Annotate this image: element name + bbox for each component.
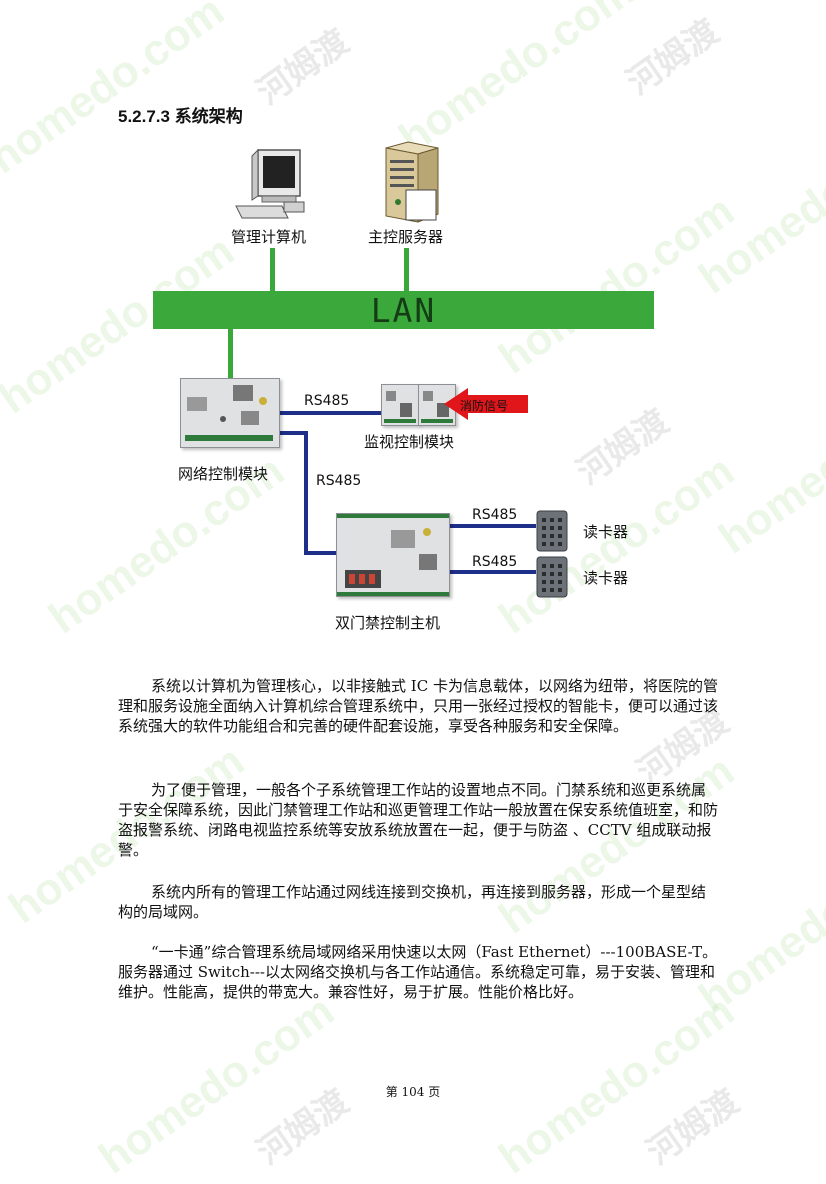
card-reader-icon	[536, 556, 568, 598]
watermark-text: homedo.com	[0, 0, 233, 184]
paragraph-1: 系统以计算机为管理核心，以非接触式 IC 卡为信息载体，以网络为纽带，将医院的管…	[118, 677, 719, 735]
rs485-reader-1-line	[448, 524, 536, 528]
monitor-module-label: 监视控制模块	[364, 433, 455, 451]
server-label: 主控服务器	[368, 228, 444, 246]
rs485-monitor-label: RS485	[304, 393, 350, 409]
lan-bus: LAN	[153, 290, 654, 330]
section-heading: 5.2.7.3 系统架构	[118, 107, 243, 126]
rs485-reader-2-label: RS485	[472, 554, 518, 570]
network-control-module	[180, 378, 280, 448]
computer-icon	[235, 148, 305, 219]
monitor-module-left	[381, 384, 419, 426]
rs485-controller-line-h1	[278, 431, 308, 435]
network-module-label: 网络控制模块	[178, 465, 269, 483]
monitor-module-right	[418, 384, 456, 426]
lan-label: LAN	[370, 290, 437, 330]
server-icon	[385, 141, 439, 223]
fire-signal-arrow	[444, 388, 528, 420]
card-reader-icon	[536, 510, 568, 552]
pc-lan-link	[270, 248, 275, 292]
paragraph-3: 系统内所有的管理工作站通过网线连接到交换机，再连接到服务器，形成一个星型结构的局…	[118, 883, 707, 921]
card-reader-1-label: 读卡器	[583, 523, 629, 541]
server-lan-link	[404, 248, 409, 292]
page-number: 第 104 页	[385, 1085, 441, 1099]
watermark-brand: 河姆渡	[620, 12, 726, 103]
paragraph-2: 为了便于管理，一般各个子系统管理工作站的设置地点不同。门禁系统和巡更系统属于安全…	[118, 781, 719, 859]
watermark-text: homedo.com	[690, 105, 826, 304]
paragraph-4: “一卡通”综合管理系统局域网络采用快速以太网（Fast Ethernet）---…	[118, 943, 718, 1001]
watermark-text: homedo.com	[710, 365, 826, 564]
rs485-controller-label: RS485	[316, 473, 362, 489]
pc-label: 管理计算机	[231, 228, 307, 246]
watermark-text: homedo.com	[490, 445, 743, 644]
watermark-brand: 河姆渡	[250, 22, 356, 113]
rs485-controller-line-v	[304, 431, 308, 555]
door-access-controller	[336, 513, 450, 597]
door-controller-label: 双门禁控制主机	[335, 614, 441, 632]
rs485-reader-1-label: RS485	[472, 507, 518, 523]
rs485-monitor-line	[278, 411, 382, 415]
rs485-reader-2-line	[448, 570, 536, 574]
card-reader-2-label: 读卡器	[583, 569, 629, 587]
watermark-brand: 河姆渡	[570, 402, 676, 493]
rs485-controller-line-h2	[304, 551, 338, 555]
watermark-text: homedo.com	[490, 185, 743, 384]
module-lan-link	[228, 329, 233, 379]
fire-signal-label: 消防信号	[460, 399, 509, 413]
